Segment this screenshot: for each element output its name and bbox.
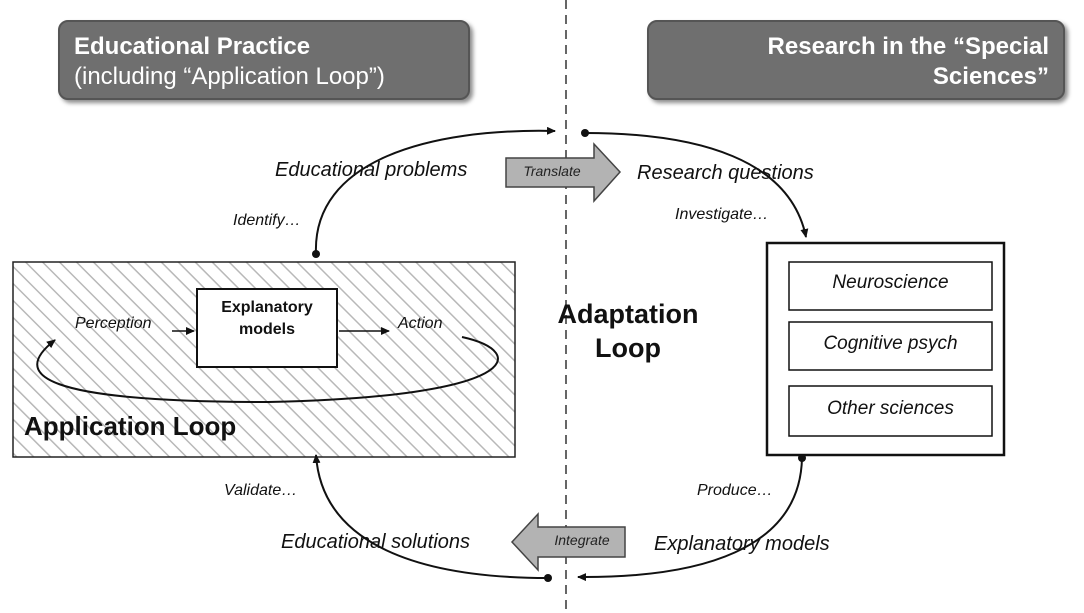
educational-practice-title: Educational Practice: [74, 33, 311, 60]
other-sciences-label: Other sciences: [827, 398, 954, 419]
validate-label: Validate…: [224, 482, 298, 499]
translate-arrow: [505, 142, 622, 203]
research-title-line2: Sciences”: [932, 63, 1049, 90]
action-label: Action: [398, 315, 443, 332]
produce-start-dot: [798, 454, 806, 462]
identify-label: Identify…: [233, 212, 301, 229]
research-header: Research in the “Special Sciences”: [647, 20, 1065, 100]
produce-label: Produce…: [697, 482, 773, 499]
investigate-start-dot: [581, 129, 589, 137]
explanatory-models-box-text: Explanatory models: [197, 297, 337, 341]
research-questions-label: Research questions: [637, 162, 814, 184]
investigate-curve: [584, 132, 809, 238]
models-line1: Explanatory: [221, 299, 313, 316]
integrate-label: Integrate: [554, 532, 610, 548]
investigate-label: Investigate…: [675, 206, 769, 223]
identify-start-dot: [312, 250, 320, 258]
educational-practice-header: Educational Practice (including “Applica…: [58, 20, 470, 100]
models-line2: models: [238, 321, 295, 338]
other-sciences-box: [788, 385, 993, 437]
cognitive-psych-label: Cognitive psych: [823, 333, 958, 354]
validate-start-dot: [544, 574, 552, 582]
produce-curve: [577, 457, 803, 582]
neuroscience-label: Neuroscience: [832, 272, 949, 293]
perception-label: Perception: [75, 315, 152, 332]
validate-curve: [312, 454, 549, 579]
cognitive-psych-box: [788, 321, 993, 371]
educational-practice-subtitle: (including “Application Loop”): [74, 63, 385, 90]
translate-label: Translate: [523, 163, 581, 179]
educational-solutions-label: Educational solutions: [281, 531, 471, 553]
neuroscience-box: [788, 261, 993, 311]
adaptation-line2: Loop: [595, 333, 661, 363]
application-loop-arc: [36, 336, 499, 404]
identify-curve: [314, 126, 556, 255]
adaptation-loop-title: Adaptation Loop: [548, 297, 708, 365]
adaptation-line1: Adaptation: [557, 299, 699, 329]
explanatory-models-box: [196, 288, 338, 368]
research-title-line1: Research in the “Special: [767, 33, 1049, 60]
integrate-arrow: [510, 512, 626, 572]
explanatory-models-label: Explanatory models: [654, 533, 830, 555]
application-loop-title: Application Loop: [24, 411, 237, 441]
educational-problems-label: Educational problems: [275, 159, 468, 181]
